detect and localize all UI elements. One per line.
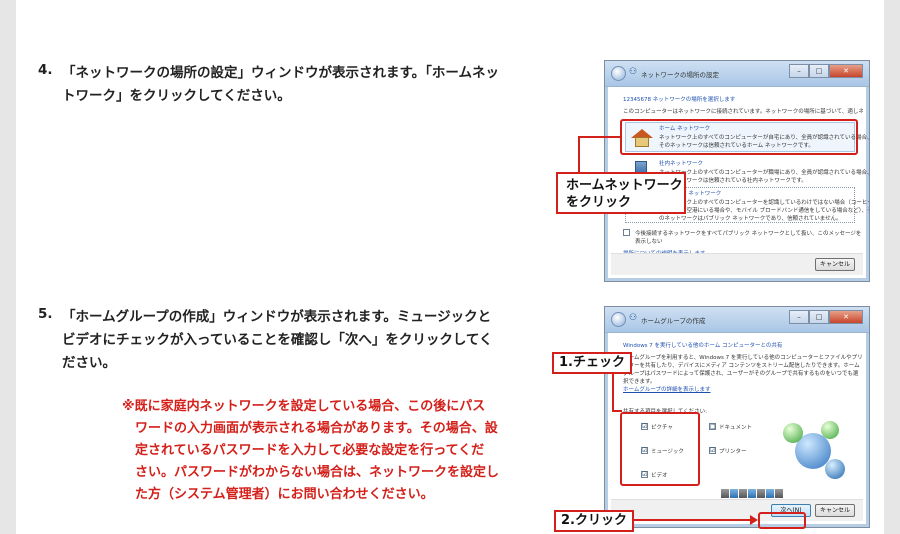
home-network-callout: ホームネットワーク をクリック xyxy=(556,172,686,214)
step-text: 「ホームグループの作成」ウィンドウが表示されます。ミュージックとビデオにチェック… xyxy=(62,309,493,371)
work-network-name[interactable]: 社内ネットワーク xyxy=(659,161,704,167)
house-icon xyxy=(631,129,653,147)
note-line: ワードの入力画面が表示される場合があります。その場合、設 xyxy=(135,421,498,436)
callout-connector xyxy=(612,410,622,412)
window-titlebar: ⚇ ネットワークの場所の設定 – □ ✕ xyxy=(605,61,869,87)
home-network-desc: そのネットワークは信頼されているホーム ネットワークです。 xyxy=(659,143,814,149)
dialog-desc: ホームグループを利用すると、Windows 7 を実行している他のコンピューター… xyxy=(623,355,863,361)
work-network-desc: ネットワーク上のすべてのコンピューターが職場にあり、全員が認識されている場合、 xyxy=(659,170,870,176)
note-line: ※既に家庭内ネットワークを設定している場合、この後にパス xyxy=(122,399,486,414)
step-number: 4. xyxy=(38,62,53,78)
step-4: 4. 「ネットワークの場所の設定」ウィンドウが表示されます。「ホームネットワーク… xyxy=(38,62,518,112)
dialog-heading: Windows 7 を実行している他のホーム コンピューターとの共有 xyxy=(623,343,783,349)
maximize-icon[interactable]: □ xyxy=(809,64,829,78)
checkbox-highlight xyxy=(620,412,700,486)
checkbox-label: 今後接続するネットワークをすべてパブリック ネットワークとして扱い、このメッセー… xyxy=(635,231,861,237)
window-controls: – □ ✕ xyxy=(789,64,863,78)
videos-label: ビデオ xyxy=(651,473,668,479)
home-network-name: ホーム ネットワーク xyxy=(659,126,711,132)
step-number: 5. xyxy=(38,306,53,322)
minimize-icon[interactable]: – xyxy=(789,310,809,324)
window-title: ネットワークの場所の設定 xyxy=(641,71,719,79)
step-text: 「ネットワークの場所の設定」ウィンドウが表示されます。「ホームネットワーク」をク… xyxy=(62,65,499,104)
callout-connector xyxy=(578,136,622,138)
minimize-icon[interactable]: – xyxy=(789,64,809,78)
homegroup-help-link[interactable]: ホームグループの詳細を表示します xyxy=(623,387,711,393)
back-arrow-icon xyxy=(611,312,626,327)
callout-connector xyxy=(578,136,580,172)
work-network-desc: そのネットワークは信頼されている社内ネットワークです。 xyxy=(659,178,807,184)
callout-line: ホームネットワーク xyxy=(566,178,683,193)
music-label: ミュージック xyxy=(651,449,684,455)
music-checkbox[interactable]: ☑ xyxy=(641,447,648,454)
callout-arrow-head xyxy=(750,515,758,525)
pictures-label: ピクチャ xyxy=(651,425,673,431)
note-line: た方（システム管理者）にお問い合わせください。 xyxy=(135,487,434,502)
callout-arrow-line xyxy=(634,519,750,521)
public-default-checkbox[interactable] xyxy=(623,229,630,236)
homegroup-logo-icon xyxy=(781,419,845,483)
home-network-highlight xyxy=(620,119,858,155)
pictures-checkbox[interactable]: ☑ xyxy=(641,423,648,430)
close-icon[interactable]: ✕ xyxy=(829,64,863,78)
callout-connector xyxy=(612,372,614,412)
window-controls: – □ ✕ xyxy=(789,310,863,324)
documents-label: ドキュメント xyxy=(719,425,753,431)
note-line: 定されているパスワードを入力して必要な設定を行ってくだ xyxy=(135,443,485,458)
password-note: ※既に家庭内ネットワークを設定している場合、この後にパス ワードの入力画面が表示… xyxy=(122,396,500,506)
documents-checkbox[interactable]: □ xyxy=(709,423,716,430)
dialog-heading: 12345678 ネットワークの場所を選択します xyxy=(623,97,736,103)
media-icons-strip xyxy=(721,489,783,498)
public-network-name[interactable]: パブリック ネットワーク xyxy=(659,191,722,197)
check-callout: 1.チェック xyxy=(552,352,632,374)
step-5: 5. 「ホームグループの作成」ウィンドウが表示されます。ミュージックとビデオにチ… xyxy=(38,306,518,378)
callout-text: 2.クリック xyxy=(561,513,627,528)
maximize-icon[interactable]: □ xyxy=(809,310,829,324)
printers-label: プリンター xyxy=(719,449,747,455)
home-network-option[interactable] xyxy=(625,122,855,152)
note-line: さい。パスワードがわからない場合は、ネットワークを設定し xyxy=(135,465,500,480)
window-titlebar: ⚇ ホームグループの作成 – □ ✕ xyxy=(605,307,869,333)
callout-text: 1.チェック xyxy=(559,355,625,370)
dialog-intro: このコンピューターはネットワークに接続されています。ネットワークの場所に基づいて… xyxy=(623,109,863,115)
cancel-button[interactable]: キャンセル xyxy=(815,504,855,517)
window-button-bar: キャンセル xyxy=(611,253,863,275)
home-network-desc: ネットワーク上のすべてのコンピューターが自宅にあり、全員が認識されている場合、 xyxy=(659,135,870,141)
window-button-bar: 次へ(N) キャンセル xyxy=(611,499,863,521)
dialog-desc: グループはパスワードによって保護され、ユーザーがそのグループで共有するものをいつ… xyxy=(623,371,859,377)
network-icon: ⚇ xyxy=(629,67,638,77)
manual-page: 4. 「ネットワークの場所の設定」ウィンドウが表示されます。「ホームネットワーク… xyxy=(16,0,884,534)
click-callout: 2.クリック xyxy=(554,510,634,532)
homegroup-icon: ⚇ xyxy=(629,313,638,323)
back-arrow-icon xyxy=(611,66,626,81)
videos-checkbox[interactable]: ☑ xyxy=(641,471,648,478)
printers-checkbox[interactable]: ☑ xyxy=(709,447,716,454)
public-network-desc: ネットワーク上のすべてのコンピューターを認識しているわけではない場合（コーヒー xyxy=(659,200,870,206)
dialog-desc: ンターを共有したり、デバイスにメディア コンテンツをストリーム配信したりできます… xyxy=(623,363,860,369)
public-network-desc: のネットワークはパブリック ネットワークであり、信頼されていません。 xyxy=(659,216,842,222)
next-button-highlight xyxy=(758,512,806,529)
cancel-button[interactable]: キャンセル xyxy=(815,258,855,271)
public-network-desc: ショップや空港にいる場合や、モバイル ブロードバンド通信をしている場合など）、そ xyxy=(659,208,870,214)
network-location-window: ⚇ ネットワークの場所の設定 – □ ✕ 12345678 ネットワークの場所を… xyxy=(604,60,870,282)
callout-line: をクリック xyxy=(566,195,632,210)
checkbox-label: 表示しない xyxy=(635,239,663,245)
dialog-desc: 択できます。 xyxy=(623,379,656,385)
close-icon[interactable]: ✕ xyxy=(829,310,863,324)
window-title: ホームグループの作成 xyxy=(641,317,706,325)
